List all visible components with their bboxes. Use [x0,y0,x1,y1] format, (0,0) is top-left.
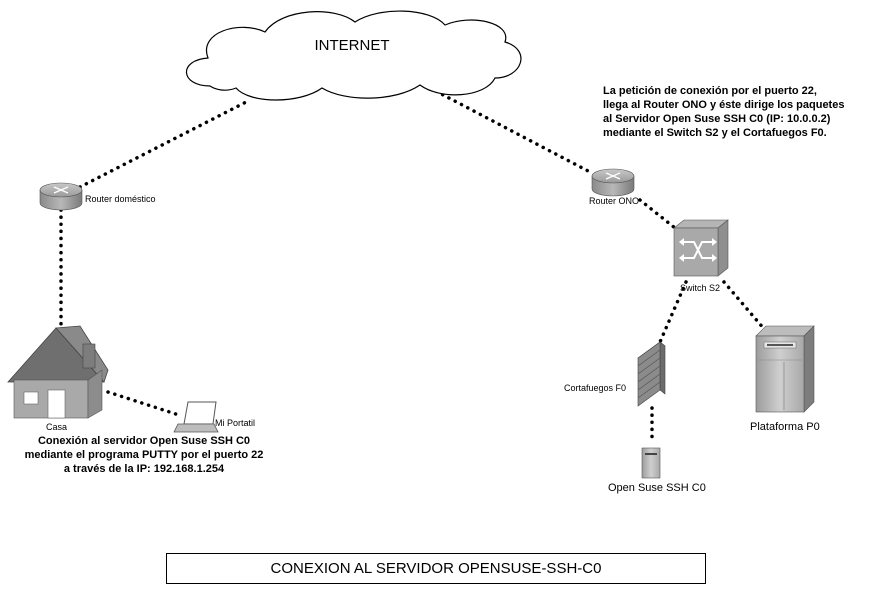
ono-routing-note: La petición de conexión por el puerto 22… [603,85,845,139]
firewall-icon [637,341,666,407]
ono-router-label: Router ONO [589,196,640,206]
house-icon [7,325,109,419]
ono-router-icon [591,168,635,197]
link-switch-platform [722,280,767,332]
connection-lines [59,86,767,445]
switch-label: Switch S2 [680,283,721,293]
internet-cloud-icon [185,10,522,101]
laptop-label: Mi Portatil [215,418,256,428]
platform-server-icon [755,325,815,413]
diagram-title: CONEXION AL SERVIDOR OPENSUSE-SSH-C0 [166,553,706,584]
ssh-server-icon [641,447,661,479]
home-router-icon [39,182,83,211]
link-ono-router-switch [638,198,677,230]
laptop-icon [173,401,219,433]
firewall-label: Cortafuegos F0 [564,383,627,393]
link-house-laptop [106,390,184,418]
house-label: Casa [46,422,68,432]
link-internet-ono-router [428,86,592,174]
platform-label: Plataforma P0 [750,421,820,433]
internet-label: INTERNET [314,37,390,54]
putty-connection-note: Conexión al servidor Open Suse SSH C0 me… [24,435,264,475]
link-home-router-internet [78,98,252,189]
switch-icon [673,219,729,277]
ssh-server-label: Open Suse SSH C0 [608,482,706,494]
home-router-label: Router doméstico [85,194,156,204]
